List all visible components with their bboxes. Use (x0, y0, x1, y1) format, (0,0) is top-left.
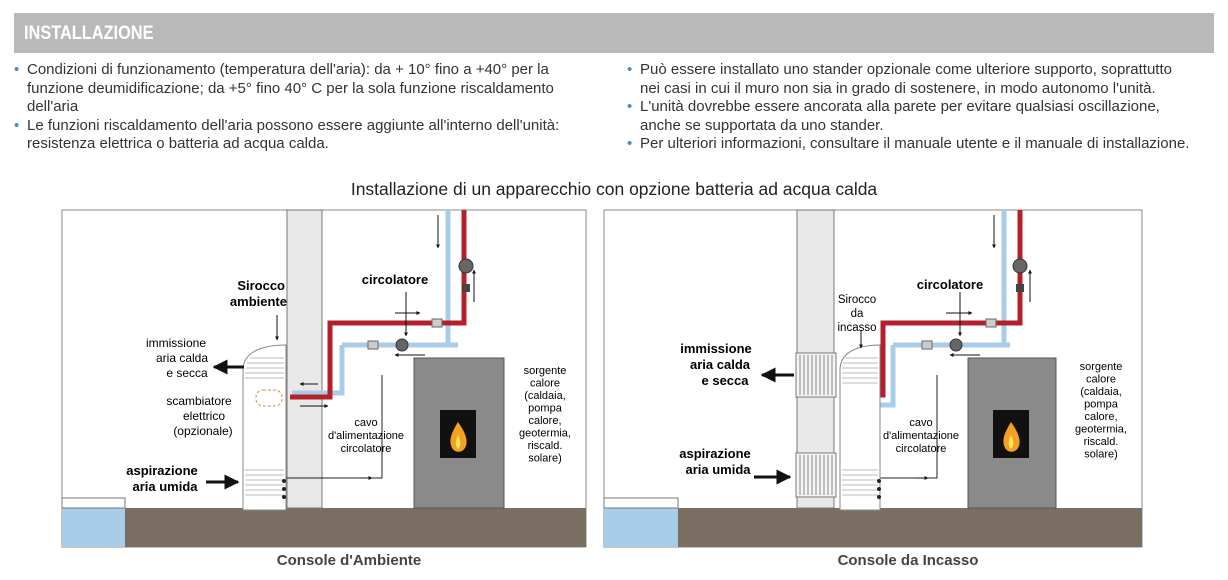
figure-title: Installazione di un apparecchio con opzi… (350, 179, 878, 199)
fitting-icon (921, 340, 933, 350)
floor (678, 508, 1142, 547)
bullet-item: Per ulteriori informazioni, consultare i… (627, 135, 1227, 154)
cold-pipe-return (292, 345, 345, 396)
left-caption: Console d'Ambiente (276, 552, 422, 569)
power-cable (878, 375, 938, 479)
pump-icon (1012, 258, 1028, 274)
left-frame (61, 209, 587, 548)
power-cable (286, 375, 383, 479)
fitting-icon (431, 318, 443, 328)
console-unit (839, 344, 881, 511)
bullet-item: Condizioni di funzionamento (temperatura… (14, 61, 614, 117)
fitting-icon (367, 340, 379, 350)
bullet-item: Può essere installato uno stander opzion… (627, 61, 1227, 98)
exchanger-outline (255, 389, 283, 407)
pump-icon (395, 338, 409, 352)
pump-icon (949, 338, 963, 352)
step (61, 497, 126, 509)
step (603, 497, 679, 509)
valve-icon (462, 284, 470, 292)
water-area (604, 508, 678, 547)
bullets-left: Condizioni di funzionamento (temperatura… (14, 61, 614, 154)
valve-icon (1016, 284, 1024, 292)
right-caption: Console da Incasso (837, 552, 979, 569)
bullets-right: Può essere installato uno stander opzion… (627, 61, 1227, 154)
floor (125, 508, 586, 547)
section-title: INSTALLAZIONE (24, 23, 154, 44)
pump-label: circolatore (917, 277, 983, 292)
bullet-item: Le funzioni riscaldamento dell'aria poss… (14, 117, 614, 154)
console-unit (242, 344, 287, 511)
pump-icon (458, 258, 474, 274)
wall (286, 209, 323, 509)
fitting-icon (985, 318, 997, 328)
pump-label: circolatore (362, 272, 428, 287)
bullet-item: L'unità dovrebbe essere ancorata alla pa… (627, 98, 1227, 135)
water-area (62, 508, 125, 547)
section-header: INSTALLAZIONE (14, 13, 1214, 53)
